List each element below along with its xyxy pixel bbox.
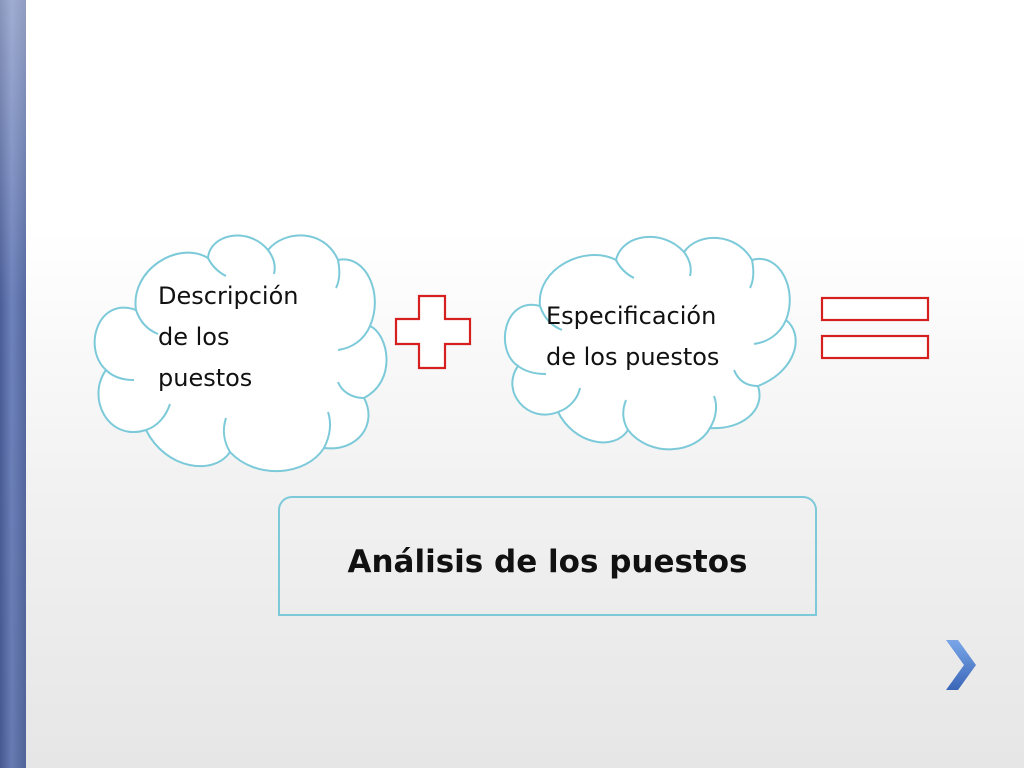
equals-icon (820, 296, 930, 360)
cloud-descripcion: Descripción de los puestos (88, 230, 398, 478)
cloud-especificacion-label: Especificación de los puestos (546, 302, 720, 371)
cloud-especificacion: Especificación de los puestos (498, 230, 808, 462)
cloud-shape (504, 235, 797, 451)
plus-icon (394, 294, 472, 370)
cloud-descripcion-label: Descripción de los puestos (158, 282, 299, 392)
result-box: Análisis de los puestos (278, 496, 817, 616)
chevron-right-icon[interactable] (936, 636, 982, 694)
slide-accent-bar (0, 0, 26, 768)
cloud-shape (93, 234, 388, 472)
result-title: Análisis de los puestos (347, 544, 748, 580)
